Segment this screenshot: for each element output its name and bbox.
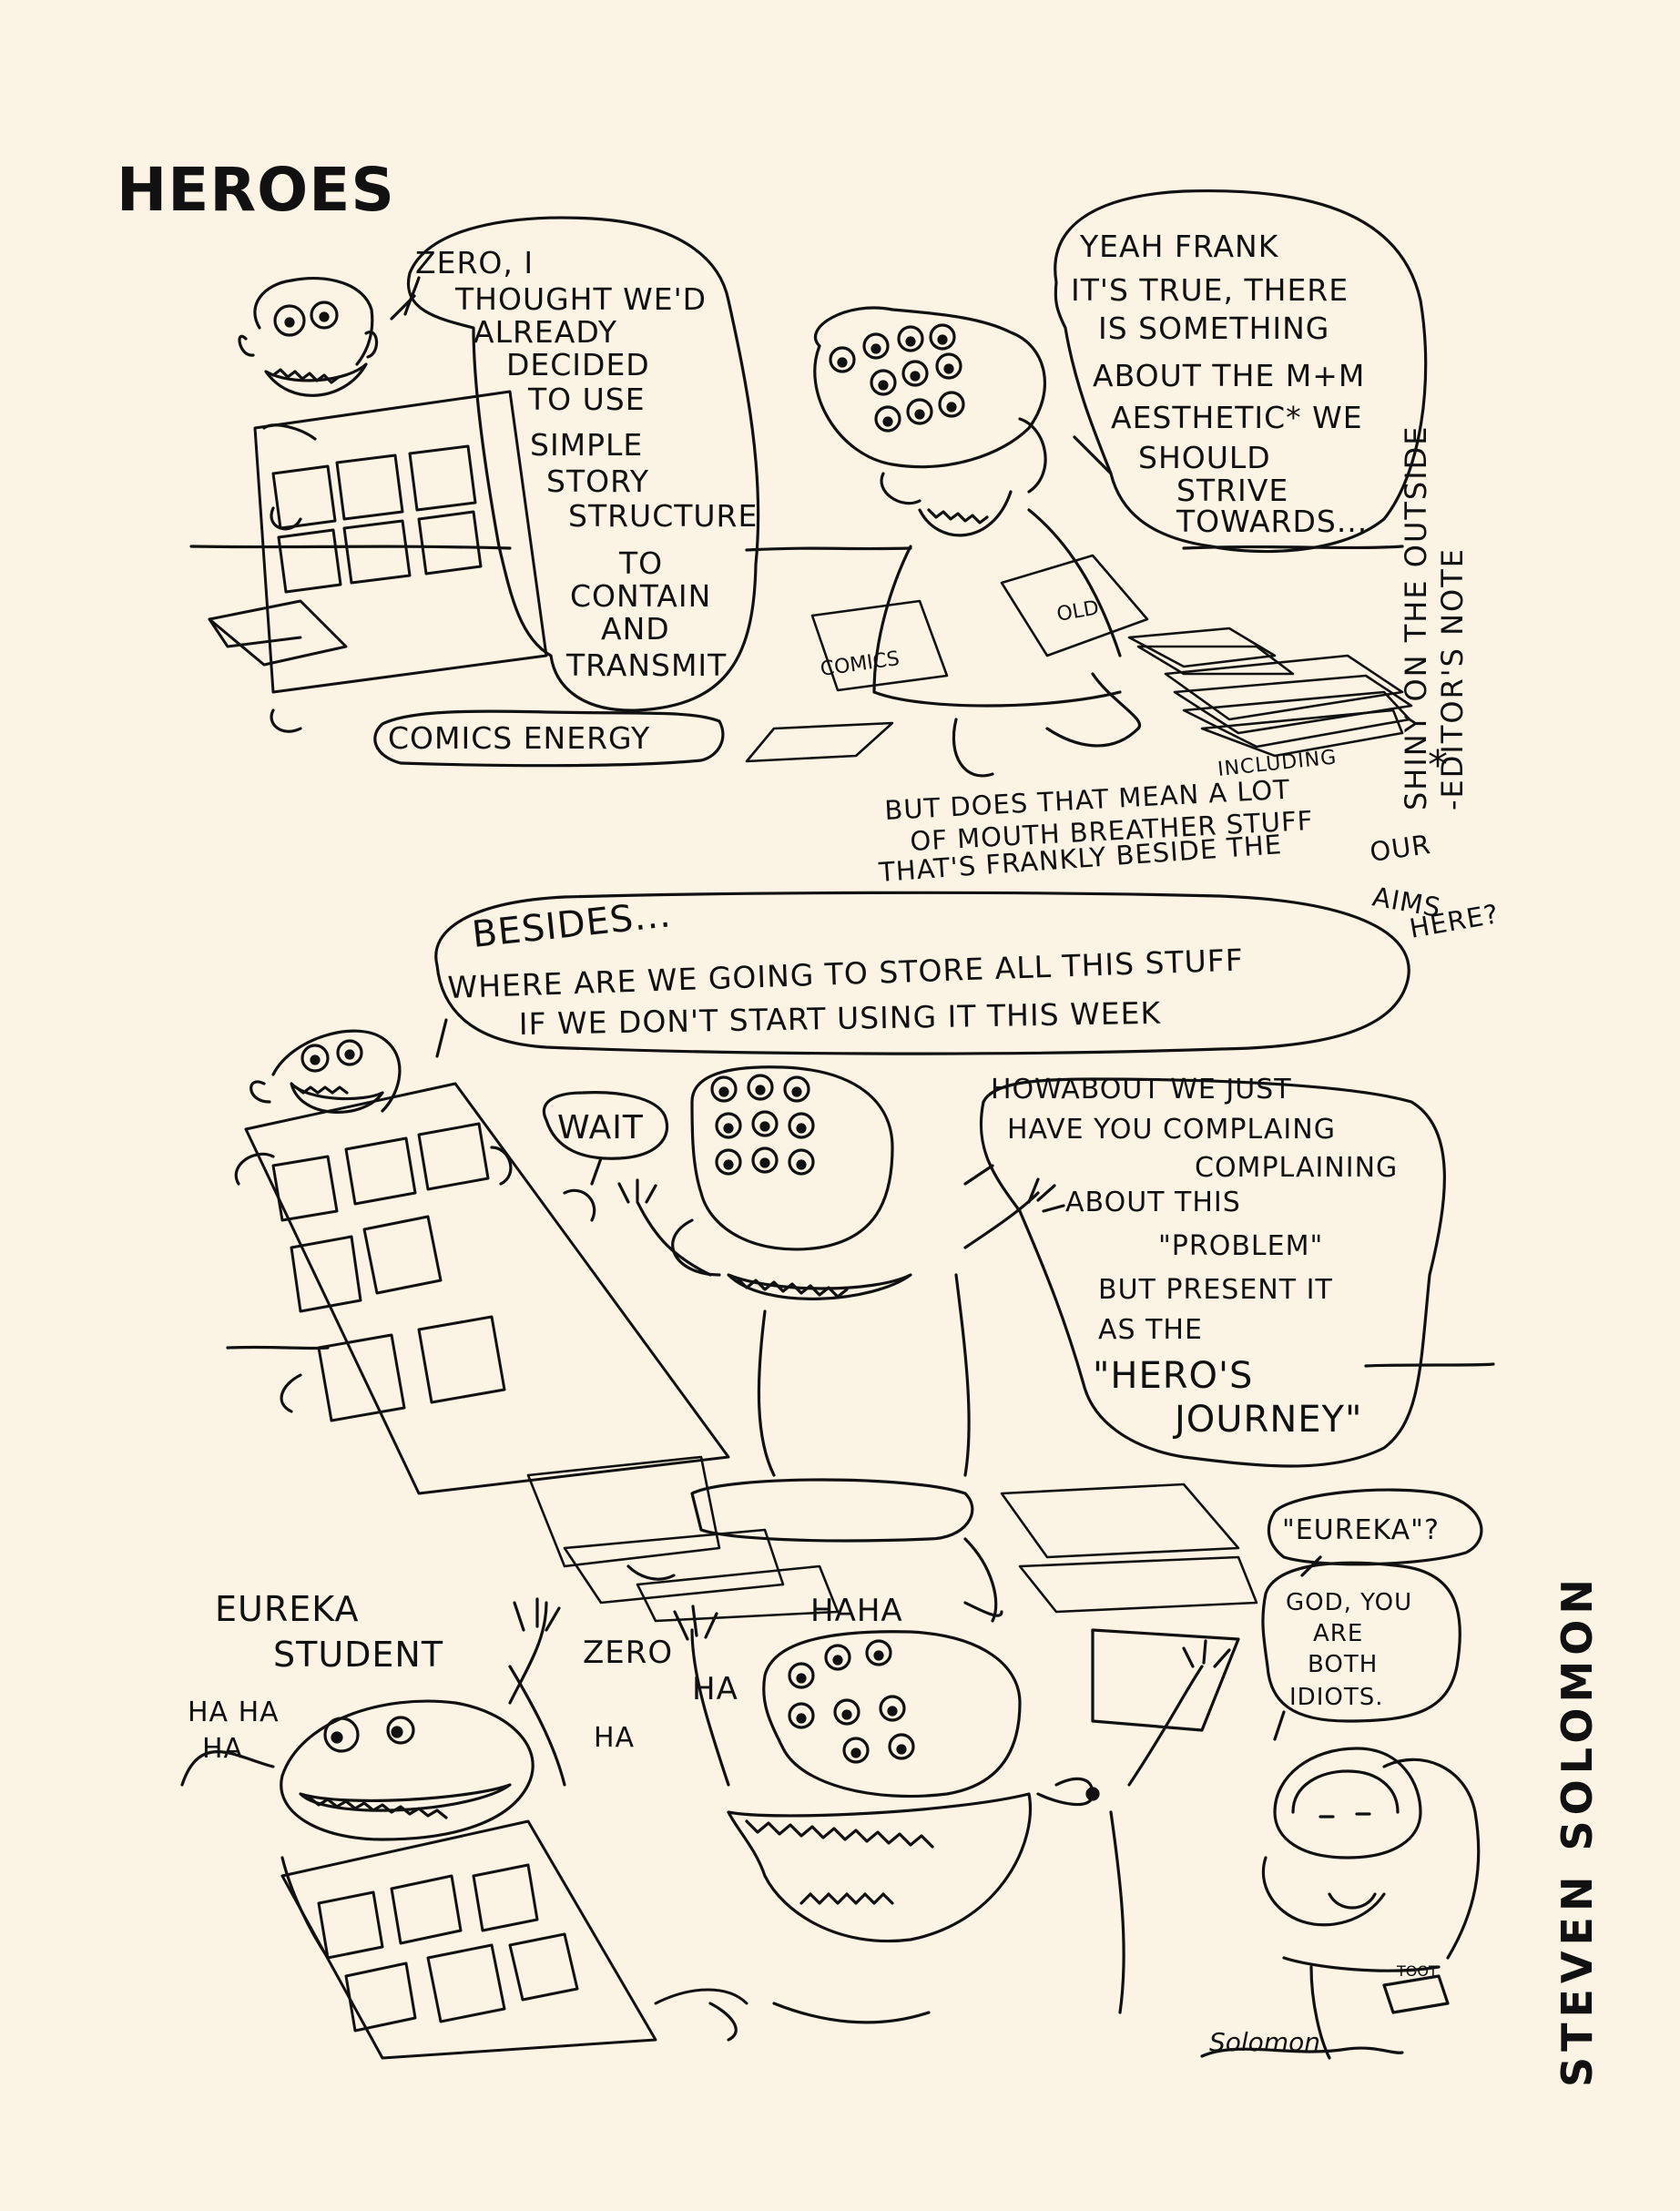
editors-note-line: -EDITOR'S NOTE xyxy=(1435,547,1470,810)
editors-note: SHINY ON THE OUTSIDE -EDITOR'S NOTE xyxy=(1398,319,1498,810)
zero-line: CONTAIN xyxy=(570,578,711,614)
asterisk-marker: * xyxy=(1428,742,1448,789)
bubble-besides xyxy=(434,891,1410,1055)
bubble-frank xyxy=(1054,188,1428,554)
laugh-left: HA xyxy=(202,1733,243,1765)
zero-character xyxy=(813,306,1142,778)
howabout-bubble-text: HOWABOUT WE JUST HAVE YOU COMPLAING COMP… xyxy=(991,1074,1398,1441)
bubble-god-you xyxy=(1261,1561,1461,1723)
frank-line: YEAH FRANK xyxy=(1079,229,1279,264)
zero-character-2 xyxy=(617,1065,1065,1623)
god-line: BOTH xyxy=(1308,1651,1378,1678)
panel-2-art xyxy=(226,891,1495,1623)
panel-3-art xyxy=(180,1488,1483,2060)
zero-line: TRANSMIT xyxy=(565,647,727,683)
besides-line: BESIDES... xyxy=(470,893,673,956)
bubble-howabout xyxy=(979,1077,1446,1468)
zero-line: DECIDED xyxy=(506,347,650,382)
frank-character-2 xyxy=(234,1029,596,1413)
eureka-student-text: EUREKA STUDENT xyxy=(215,1589,443,1675)
god-bubble-text: GOD, YOU ARE BOTH IDIOTS. xyxy=(1286,1589,1412,1711)
howabout-line: COMPLAINING xyxy=(1195,1152,1398,1184)
eureka-question-text: "EUREKA"? xyxy=(1282,1514,1440,1546)
laugh-top: HAHA xyxy=(810,1593,903,1629)
comic-title: HEROES xyxy=(117,155,395,225)
god-line: ARE xyxy=(1313,1620,1363,1647)
small-hooded-character xyxy=(1261,1747,1481,2060)
comics-energy-text: COMICS ENERGY xyxy=(388,720,650,756)
frank-bubble-text: YEAH FRANK IT'S TRUE, THERE IS SOMETHING… xyxy=(1071,229,1368,539)
caption-tail: OUR xyxy=(1368,829,1432,868)
bubble-wait xyxy=(542,1091,669,1160)
god-line: GOD, YOU xyxy=(1286,1589,1412,1616)
comics-label: COMICS xyxy=(819,647,901,681)
frank-line: IS SOMETHING xyxy=(1098,311,1329,346)
laugh-right: HA xyxy=(692,1671,738,1707)
howabout-line: "HERO'S xyxy=(1093,1355,1253,1397)
comic-page-cape xyxy=(208,390,548,694)
zero-thought-text: ZERO, I THOUGHT WE'D ALREADY DECIDED TO … xyxy=(415,245,758,683)
zero-line: SIMPLE xyxy=(530,427,643,463)
eureka-student-character xyxy=(180,1597,566,1960)
zero-line: ZERO, I xyxy=(415,245,534,280)
howabout-line: "PROBLEM" xyxy=(1158,1230,1323,1262)
frank-line: SHOULD xyxy=(1138,440,1271,475)
howabout-line: AS THE xyxy=(1098,1314,1203,1346)
bubble-eureka-q xyxy=(1267,1488,1483,1566)
laugh-mid: HA xyxy=(594,1722,635,1754)
zero-line: TO USE xyxy=(527,382,646,417)
frank-line: STRIVE xyxy=(1176,473,1288,508)
signature-flourish xyxy=(1200,2046,1404,2058)
frank-line: AESTHETIC* WE xyxy=(1111,400,1363,435)
editors-note-line: SHINY ON THE OUTSIDE xyxy=(1399,424,1433,810)
zero-line: AND xyxy=(601,611,670,647)
frank-line: ABOUT THE M+M xyxy=(1093,358,1365,393)
howabout-line: HOWABOUT WE JUST xyxy=(991,1074,1292,1106)
toot-label: TOOT xyxy=(1396,1962,1438,1980)
zero-line: ALREADY xyxy=(473,314,617,350)
artist-signature: Solomon xyxy=(1209,2027,1320,2057)
frank-line: TOWARDS... xyxy=(1176,504,1368,539)
frank-line: IT'S TRUE, THERE xyxy=(1071,272,1349,308)
zero-line: TO xyxy=(618,545,663,581)
bubble-zero-thought xyxy=(406,216,760,712)
laughs: HA HA HA HA HAHA HA xyxy=(188,1593,903,1765)
comic-page-cape-3 xyxy=(280,1819,748,2060)
besides-bubble-text: BESIDES... WHERE ARE WE GOING TO STORE A… xyxy=(447,893,1244,1042)
wait-text: WAIT xyxy=(557,1109,644,1146)
zero-line: STRUCTURE xyxy=(568,498,758,534)
old-label: OLD xyxy=(1055,596,1101,627)
besides-line: IF WE DON'T START USING IT THIS WEEK xyxy=(518,995,1161,1042)
howabout-line: ABOUT THIS xyxy=(1065,1187,1241,1218)
god-line: IDIOTS. xyxy=(1289,1684,1383,1711)
zero-label: ZERO xyxy=(583,1635,673,1671)
panel-1-art xyxy=(189,188,1428,778)
loose-pages-2 xyxy=(526,1455,1258,1623)
eureka-student-line: EUREKA xyxy=(215,1589,359,1629)
laugh-left: HA HA xyxy=(188,1696,280,1728)
zero-line: THOUGHT WE'D xyxy=(454,281,707,317)
howabout-line: BUT PRESENT IT xyxy=(1098,1274,1333,1306)
howabout-line: JOURNEY" xyxy=(1172,1399,1362,1441)
eureka-student-line: STUDENT xyxy=(273,1635,443,1675)
comic-page-cape-2 xyxy=(244,1082,730,1495)
zero-character-3 xyxy=(673,1605,1240,2042)
box-comics-energy xyxy=(373,709,725,768)
frank-character xyxy=(238,276,379,733)
loose-pages-stack xyxy=(745,554,1413,763)
zero-line: STORY xyxy=(546,464,649,499)
howabout-line: HAVE YOU COMPLAING xyxy=(1007,1114,1336,1146)
